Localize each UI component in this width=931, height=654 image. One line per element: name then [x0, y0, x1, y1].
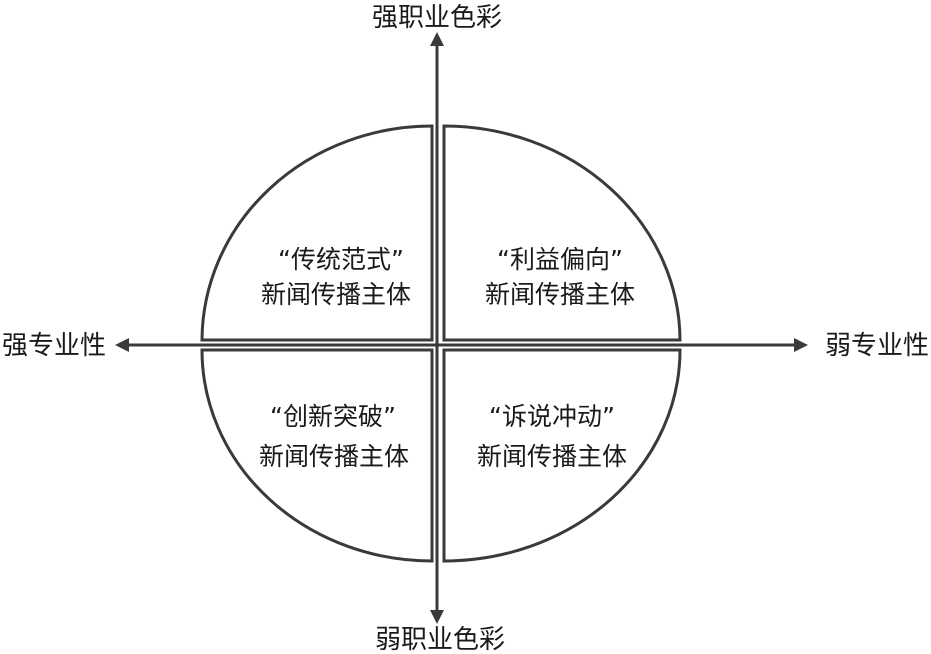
quadrant-bottom-left-title: “创新突破” — [270, 402, 396, 431]
quadrant-top-left-title: “传统范式” — [278, 245, 404, 274]
quadrant-bottom-right-subtitle: 新闻传播主体 — [477, 442, 627, 471]
quadrant-bottom-right-title: “诉说冲动” — [489, 402, 615, 431]
quadrant-top-left-subtitle: 新闻传播主体 — [261, 280, 411, 309]
axis-label-top: 强职业色彩 — [372, 3, 502, 33]
quadrant-top-right-shape — [442, 124, 682, 342]
axis-label-left: 强专业性 — [2, 331, 106, 361]
quadrant-shapes — [200, 124, 682, 563]
horizontal-axis-arrow-right — [794, 338, 808, 352]
quadrant-top-left-shape — [200, 124, 434, 342]
quadrant-bottom-left-shape — [200, 348, 434, 563]
quadrant-bottom-right-shape — [442, 348, 682, 563]
quadrant-bottom-left-subtitle: 新闻传播主体 — [259, 442, 409, 471]
axis-label-bottom: 弱职业色彩 — [375, 625, 505, 654]
quadrant-top-right-title: “利益偏向” — [497, 245, 623, 274]
axis-label-right: 弱专业性 — [825, 331, 929, 361]
horizontal-axis-arrow-left — [115, 338, 129, 352]
axes — [115, 32, 808, 624]
vertical-axis-arrow-down — [430, 610, 444, 624]
vertical-axis-arrow-up — [430, 32, 444, 46]
quadrant-top-right-subtitle: 新闻传播主体 — [485, 280, 635, 309]
